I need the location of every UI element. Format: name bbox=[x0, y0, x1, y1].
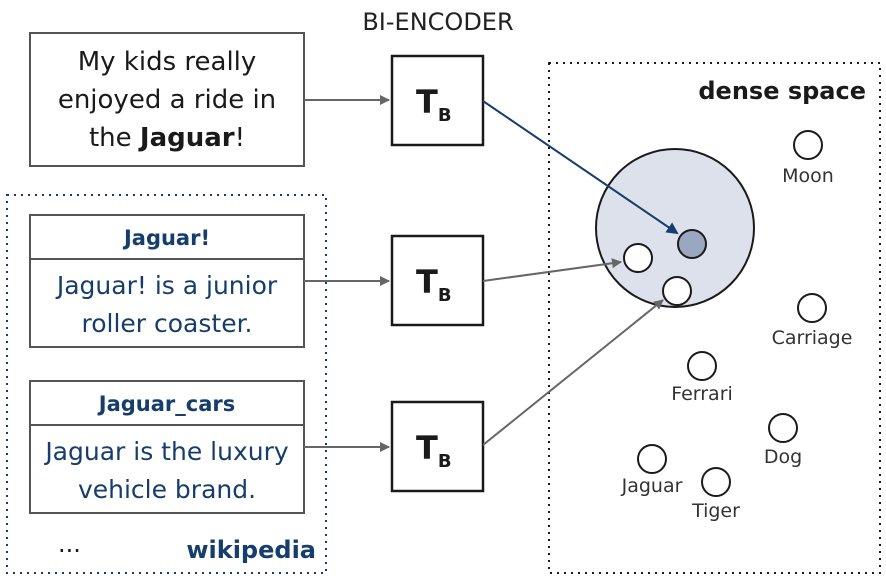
encoder-label: TB bbox=[416, 83, 452, 126]
encoder-box-query: TB bbox=[390, 54, 485, 147]
point-label: Jaguar bbox=[621, 475, 683, 497]
query-line-3: the Jaguar! bbox=[89, 123, 245, 153]
point-label: Carriage bbox=[772, 327, 853, 349]
point-marker bbox=[768, 413, 798, 443]
dense-space-label: dense space bbox=[698, 77, 866, 105]
entity-box-jaguar-coaster: Jaguar! Jaguar! is a junior roller coast… bbox=[29, 214, 305, 348]
entity-desc-line-1: Jaguar is the luxury bbox=[43, 437, 289, 466]
point-moon: Moon bbox=[782, 130, 834, 187]
more-entities-ellipsis: ... bbox=[58, 530, 81, 558]
point-label: Ferrari bbox=[671, 383, 733, 405]
arrow-entity1-encoder-to-space bbox=[482, 258, 622, 282]
point-ferrari: Ferrari bbox=[671, 351, 733, 405]
encoder-label: TB bbox=[416, 429, 452, 472]
point-tiger: Tiger bbox=[691, 467, 740, 522]
encoder-subscript: B bbox=[438, 105, 452, 126]
diagram-title: BI-ENCODER bbox=[362, 8, 513, 36]
entity-box-jaguar-cars: Jaguar_cars Jaguar is the luxury vehicle… bbox=[29, 380, 305, 514]
point-label: Dog bbox=[764, 446, 802, 468]
encoder-box-entity-2: TB bbox=[390, 400, 485, 493]
encoder-label: TB bbox=[416, 263, 452, 306]
query-embedding-point bbox=[677, 229, 707, 259]
entity-embedding-point-coaster bbox=[623, 243, 653, 273]
point-dog: Dog bbox=[764, 413, 802, 468]
entity-desc-line-2: roller coaster. bbox=[81, 309, 252, 338]
arrow-entity2-encoder-to-space bbox=[482, 299, 664, 446]
query-box: My kids really enjoyed a ride in the Jag… bbox=[29, 32, 305, 167]
encoder-box-entity-1: TB bbox=[390, 234, 485, 327]
point-marker bbox=[701, 467, 731, 497]
point-carriage: Carriage bbox=[772, 293, 853, 349]
entity-title: Jaguar_cars bbox=[97, 392, 235, 416]
point-label: Moon bbox=[782, 165, 834, 187]
entity-desc-line-2: vehicle brand. bbox=[78, 475, 256, 504]
query-line-3-suffix: ! bbox=[235, 123, 245, 153]
encoder-letter: T bbox=[416, 429, 438, 467]
point-marker bbox=[637, 444, 667, 474]
query-mention: Jaguar bbox=[138, 123, 235, 153]
arrow-query-encoder-to-space bbox=[482, 100, 679, 235]
point-label: Tiger bbox=[691, 500, 740, 522]
entity-desc-line-1: Jaguar! is a junior bbox=[55, 271, 278, 300]
encoder-subscript: B bbox=[438, 285, 452, 306]
query-line-1: My kids really bbox=[78, 47, 257, 77]
query-line-2: enjoyed a ride in bbox=[58, 85, 276, 115]
entity-embedding-point-cars bbox=[662, 276, 692, 306]
point-marker bbox=[687, 351, 717, 381]
point-jaguar-animal: Jaguar bbox=[621, 444, 683, 497]
encoder-letter: T bbox=[416, 83, 438, 121]
query-line-3-prefix: the bbox=[89, 123, 140, 153]
encoder-letter: T bbox=[416, 263, 438, 301]
entity-title: Jaguar! bbox=[122, 226, 210, 250]
point-marker bbox=[797, 293, 827, 323]
wikipedia-label: wikipedia bbox=[186, 536, 316, 564]
wikipedia-container bbox=[6, 194, 327, 574]
encoder-subscript: B bbox=[438, 451, 452, 472]
point-marker bbox=[793, 130, 823, 160]
